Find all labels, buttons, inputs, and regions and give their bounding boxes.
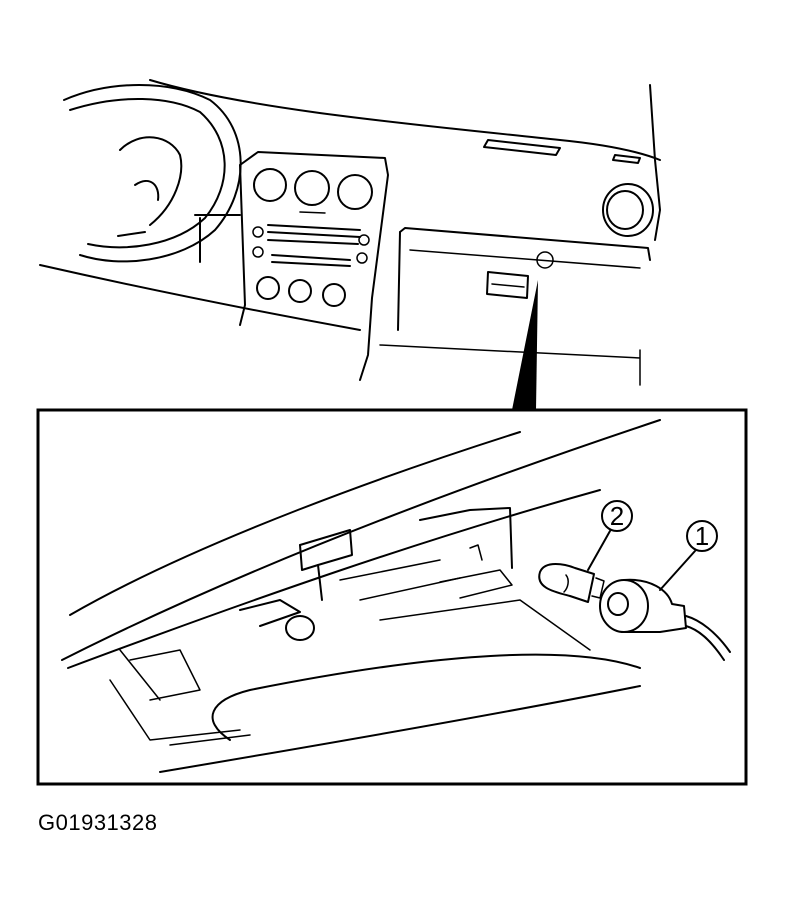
callout-1-label: 1 bbox=[695, 521, 709, 551]
glove-box bbox=[379, 227, 651, 386]
dashboard-overview bbox=[39, 79, 661, 410]
leader-pointer bbox=[512, 280, 538, 410]
windshield-pillar bbox=[649, 84, 661, 241]
steering-wheel bbox=[63, 84, 242, 263]
callout-1: 1 bbox=[659, 520, 718, 591]
right-air-vent bbox=[602, 183, 654, 237]
detail-view bbox=[61, 419, 731, 773]
defrost-vent bbox=[483, 139, 561, 156]
socket bbox=[599, 578, 731, 661]
figure-id: G01931328 bbox=[38, 810, 158, 835]
detail-frame bbox=[36, 408, 748, 786]
callout-2-label: 2 bbox=[610, 501, 624, 531]
center-console bbox=[239, 151, 389, 381]
callout-2: 2 bbox=[587, 500, 633, 571]
dash-lower-edge bbox=[39, 264, 361, 331]
callout-2-leader bbox=[587, 530, 611, 571]
bulb bbox=[538, 563, 605, 603]
callout-1-leader bbox=[659, 550, 696, 591]
hinge-knob bbox=[285, 615, 315, 641]
dash-top-edge bbox=[149, 79, 661, 161]
